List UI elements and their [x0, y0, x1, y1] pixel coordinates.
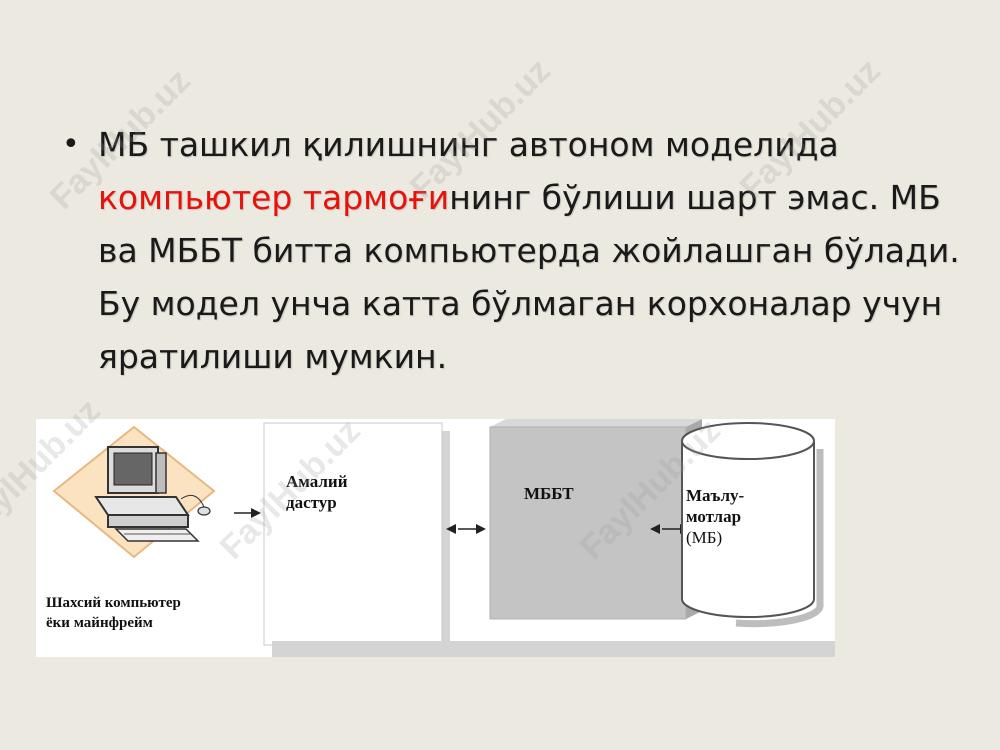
app-box [263, 422, 443, 646]
computer-label-line-2: ёки майнфрейм [46, 615, 153, 631]
arrow-app-dbms [446, 524, 486, 534]
text-part-2: нинг бўлиши шарт эмас. МБ ва МББТ битта … [98, 178, 960, 376]
bullet-text: МБ ташкил қилишнинг автоном моделида ком… [98, 118, 962, 383]
database-cylinder [681, 422, 824, 628]
bullet-paragraph: • МБ ташкил қилишнинг автоном моделида к… [62, 118, 962, 383]
computer-label: Шахсий компьютер ёки майнфрейм [46, 593, 181, 633]
computer-label-line-1: Шахсий компьютер [46, 595, 181, 611]
bullet-dot: • [62, 127, 80, 162]
dbms-box [489, 419, 702, 620]
db-label-line-3: (МБ) [686, 528, 723, 547]
dbms-label: МББТ [524, 484, 574, 503]
arrow-computer-to-app [234, 508, 261, 518]
app-label: Амалий дастур [286, 471, 348, 513]
db-label: Маълу- мотлар (МБ) [686, 485, 744, 548]
architecture-diagram: Шахсий компьютер ёки майнфрейм Амалий да… [36, 419, 835, 657]
app-label-line-1: Амалий [286, 472, 348, 491]
diagram-graphics [52, 419, 835, 657]
app-label-line-2: дастур [286, 493, 337, 512]
text-part-1: МБ ташкил қилишнинг автоном моделида [98, 125, 839, 164]
computer-icon [94, 446, 211, 542]
highlighted-term: компьютер тармоғи [98, 178, 450, 217]
diagram-base-shadow [272, 641, 835, 657]
db-label-line-1: Маълу- [686, 486, 745, 505]
db-label-line-2: мотлар [686, 507, 742, 526]
